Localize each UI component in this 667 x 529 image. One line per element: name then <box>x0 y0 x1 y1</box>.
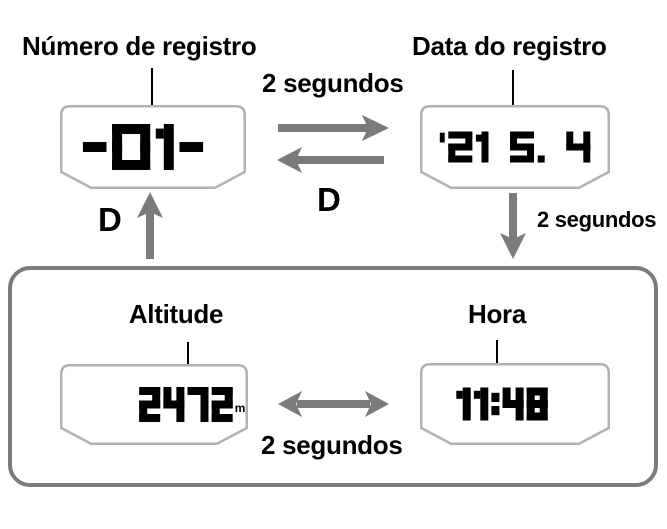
left-d-button-label: D <box>98 201 122 238</box>
bottom-transition-seconds-label: 2 segundos <box>261 430 403 460</box>
time-label: Hora <box>467 299 527 329</box>
record-date-lcd <box>420 105 610 189</box>
altitude-lcd: m <box>60 364 248 445</box>
arrow-down-icon <box>500 193 526 259</box>
time-pointer-line <box>496 340 498 380</box>
arrow-right-icon <box>278 115 389 141</box>
record-number-label: Número de registro <box>22 31 257 61</box>
time-lcd <box>420 363 610 445</box>
log-data-group-box <box>8 266 658 487</box>
arrow-up-icon <box>137 192 163 259</box>
record-date-label: Data do registro <box>412 31 607 61</box>
record-number-lcd <box>60 105 246 189</box>
altitude-pointer-line <box>187 342 189 380</box>
top-transition-seconds-label: 2 segundos <box>262 68 404 98</box>
arrow-double-horizontal-icon <box>278 391 389 417</box>
right-transition-seconds-label: 2 segundos <box>537 207 657 232</box>
altitude-label: Altitude <box>128 299 224 329</box>
record-date-pointer-line <box>512 70 514 115</box>
top-d-button-label: D <box>317 181 341 218</box>
record-number-pointer-line <box>151 68 153 114</box>
svg-text:m: m <box>235 401 246 415</box>
arrow-left-icon <box>277 147 384 173</box>
